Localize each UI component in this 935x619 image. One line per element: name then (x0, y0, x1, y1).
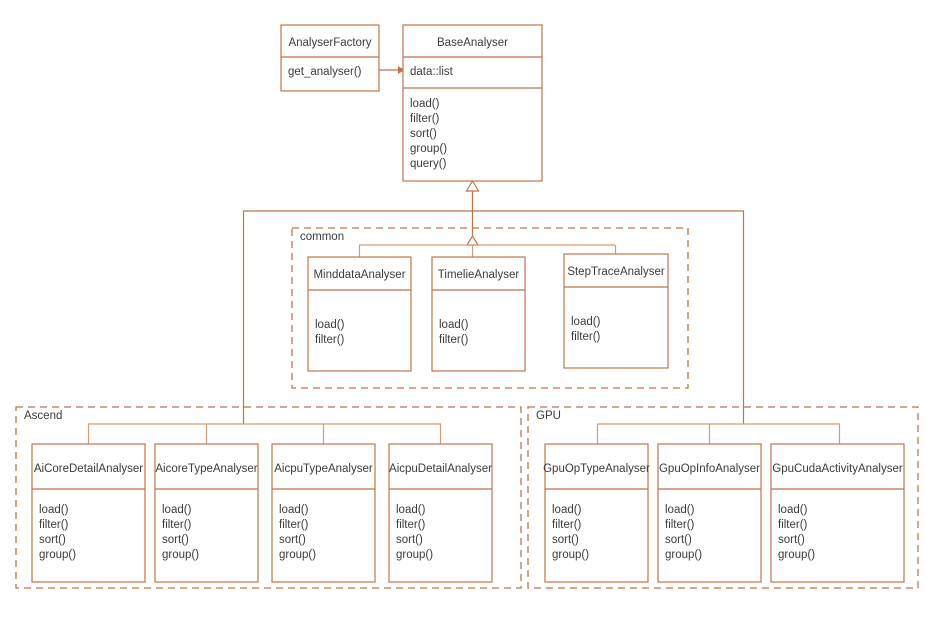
class-method-sort: sort() (552, 534, 579, 546)
class-method-load: load() (315, 319, 345, 331)
class-title-base-analyser: BaseAnalyser (437, 37, 508, 49)
class-method-load: load() (778, 504, 808, 516)
class-method-load: load() (39, 504, 69, 516)
class-title-gpuopinfo-analyser: GpuOpInfoAnalyser (659, 463, 760, 475)
package-common: common (291, 227, 689, 389)
class-method-filter: filter() (315, 334, 345, 346)
class-title-aicoretype-analyser: AicoreTypeAnalyser (155, 463, 257, 475)
class-method-group: group() (162, 549, 199, 561)
class-title-aicpudetail-analyser: AicpuDetailAnalyser (389, 463, 492, 475)
class-box-timelie-analyser[interactable]: TimelieAnalyser load() filter() (431, 256, 526, 372)
class-method-load: load() (552, 504, 582, 516)
class-title-analyser-factory: AnalyserFactory (288, 37, 371, 49)
class-box-aicputype-analyser[interactable]: AicpuTypeAnalyser load() filter() sort()… (271, 443, 376, 583)
class-method-load: load() (396, 504, 426, 516)
class-method-filter: filter() (439, 334, 469, 346)
class-method-group: group() (665, 549, 702, 561)
class-title-steptrace-analyser: StepTraceAnalyser (567, 266, 665, 278)
class-method-load: load() (439, 319, 469, 331)
class-method-group: group() (279, 549, 316, 561)
class-method-filter: filter() (778, 519, 808, 531)
class-method-sort: sort() (396, 534, 423, 546)
class-method-filter: filter() (162, 519, 192, 531)
class-box-minddata-analyser[interactable]: MinddataAnalyser load() filter() (307, 256, 412, 372)
class-box-base-analyser[interactable]: BaseAnalyser data::list load() filter() … (402, 24, 543, 182)
class-method-sort: sort() (665, 534, 692, 546)
class-method-get-analyser: get_analyser() (288, 66, 362, 78)
class-method-sort: sort() (39, 534, 66, 546)
class-box-aicpudetail-analyser[interactable]: AicpuDetailAnalyser load() filter() sort… (388, 443, 493, 583)
class-method-load: load() (279, 504, 309, 516)
class-method-group: group() (778, 549, 815, 561)
package-ascend-label: Ascend (24, 410, 62, 422)
class-method-group: group() (396, 549, 433, 561)
class-method-load: load() (571, 316, 601, 328)
class-method-group: group() (552, 549, 589, 561)
class-box-steptrace-analyser[interactable]: StepTraceAnalyser load() filter() (563, 253, 669, 369)
class-method-load: load() (162, 504, 192, 516)
class-method-sort: sort() (778, 534, 805, 546)
class-box-gpucudaactivity-analyser[interactable]: GpuCudaActivityAnalyser load() filter() … (770, 443, 905, 583)
class-title-gpuoptype-analyser: GpuOpTypeAnalyser (543, 463, 650, 475)
class-method-filter: filter() (39, 519, 69, 531)
generalization-fan-ascend (87, 423, 442, 444)
class-box-analyser-factory[interactable]: AnalyserFactory get_analyser() (280, 24, 380, 92)
class-method-load: load() (410, 98, 440, 110)
class-box-aicoredetail-analyser[interactable]: AiCoreDetailAnalyser load() filter() sor… (31, 443, 146, 583)
class-title-aicoredetail-analyser: AiCoreDetailAnalyser (34, 463, 143, 475)
generalization-fan-gpu (596, 423, 841, 444)
class-method-sort: sort() (162, 534, 189, 546)
package-gpu-label: GPU (536, 410, 561, 422)
class-method-filter: filter() (665, 519, 695, 531)
class-box-gpuopinfo-analyser[interactable]: GpuOpInfoAnalyser load() filter() sort()… (657, 443, 762, 583)
class-method-filter: filter() (552, 519, 582, 531)
package-gpu: GPU (527, 406, 919, 589)
class-method-group: group() (410, 143, 447, 155)
class-title-gpucudaactivity-analyser: GpuCudaActivityAnalyser (772, 463, 903, 475)
class-method-group: group() (39, 549, 76, 561)
class-method-filter: filter() (571, 331, 601, 343)
class-method-load: load() (665, 504, 695, 516)
class-title-timelie-analyser: TimelieAnalyser (438, 269, 520, 281)
generalization-fan-common (358, 234, 617, 257)
package-ascend: Ascend (15, 406, 522, 589)
class-attribute-data-list: data::list (410, 66, 454, 78)
class-method-sort: sort() (279, 534, 306, 546)
class-method-query: query() (410, 158, 447, 170)
generalization-trunk-main (242, 179, 745, 424)
class-title-minddata-analyser: MinddataAnalyser (313, 269, 405, 281)
class-method-filter: filter() (279, 519, 309, 531)
relation-factory-to-base (379, 66, 405, 74)
class-method-sort: sort() (410, 128, 437, 140)
class-method-filter: filter() (396, 519, 426, 531)
class-box-gpuoptype-analyser[interactable]: GpuOpTypeAnalyser load() filter() sort()… (543, 443, 650, 583)
class-box-aicoretype-analyser[interactable]: AicoreTypeAnalyser load() filter() sort(… (154, 443, 259, 583)
package-common-label: common (300, 231, 344, 243)
class-title-aicputype-analyser: AicpuTypeAnalyser (274, 463, 373, 475)
class-method-filter: filter() (410, 113, 440, 125)
